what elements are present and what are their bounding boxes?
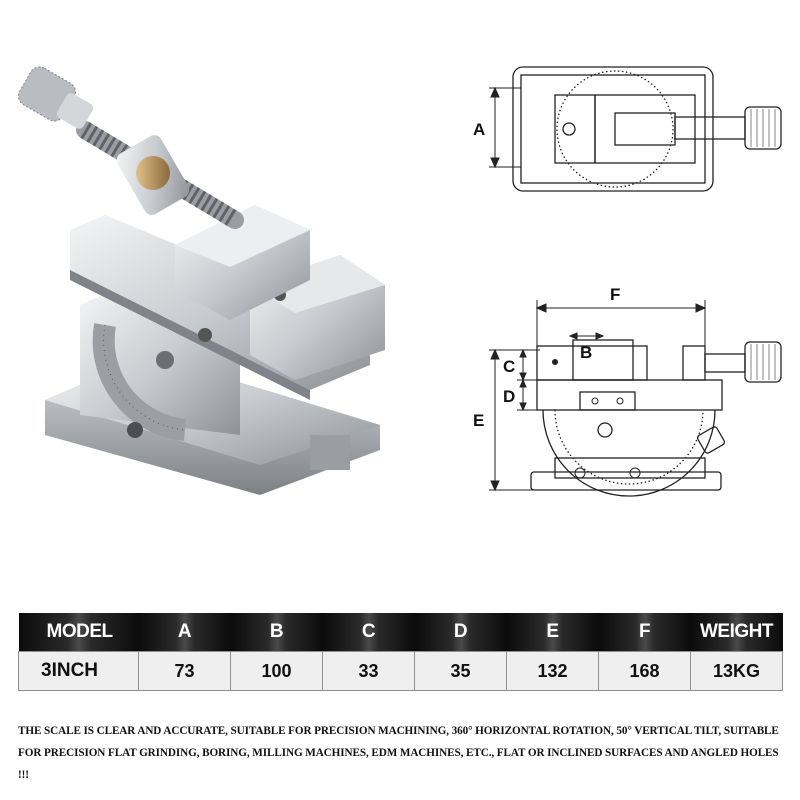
vise-product-photo: [18, 66, 385, 495]
side-view-drawing: F B C D E: [473, 285, 782, 497]
table-row: 3INCH 73 100 33 35 132 168 13KG: [18, 651, 783, 691]
spec-table: MODEL A B C D E F WEIGHT 3INCH 73 100 33…: [18, 613, 783, 691]
cell-f: 168: [598, 651, 691, 691]
dimension-label-c: C: [503, 357, 515, 376]
cell-d: 35: [414, 651, 507, 691]
dimension-label-b: B: [580, 343, 592, 362]
header-b: B: [230, 613, 323, 652]
dimension-label-d: D: [503, 387, 515, 406]
header-f: F: [598, 613, 691, 652]
dimension-label-f: F: [610, 285, 620, 304]
product-description: THE SCALE IS CLEAR AND ACCURATE, SUITABL…: [18, 725, 779, 781]
dimension-label-a: A: [473, 120, 485, 139]
header-e: E: [506, 613, 599, 652]
cell-a: 73: [138, 651, 231, 691]
cell-e: 132: [506, 651, 599, 691]
cell-c: 33: [322, 651, 415, 691]
cell-model: 3INCH: [18, 651, 139, 691]
header-weight: WEIGHT: [690, 613, 783, 652]
cell-weight: 13KG: [690, 651, 783, 691]
spec-table-header-row: MODEL A B C D E F WEIGHT: [18, 613, 783, 652]
header-d: D: [414, 613, 507, 652]
header-c: C: [322, 613, 415, 652]
top-view-drawing: A: [473, 66, 782, 192]
dimension-label-e: E: [473, 411, 484, 430]
header-a: A: [138, 613, 231, 652]
header-model: MODEL: [18, 613, 139, 652]
cell-b: 100: [230, 651, 323, 691]
